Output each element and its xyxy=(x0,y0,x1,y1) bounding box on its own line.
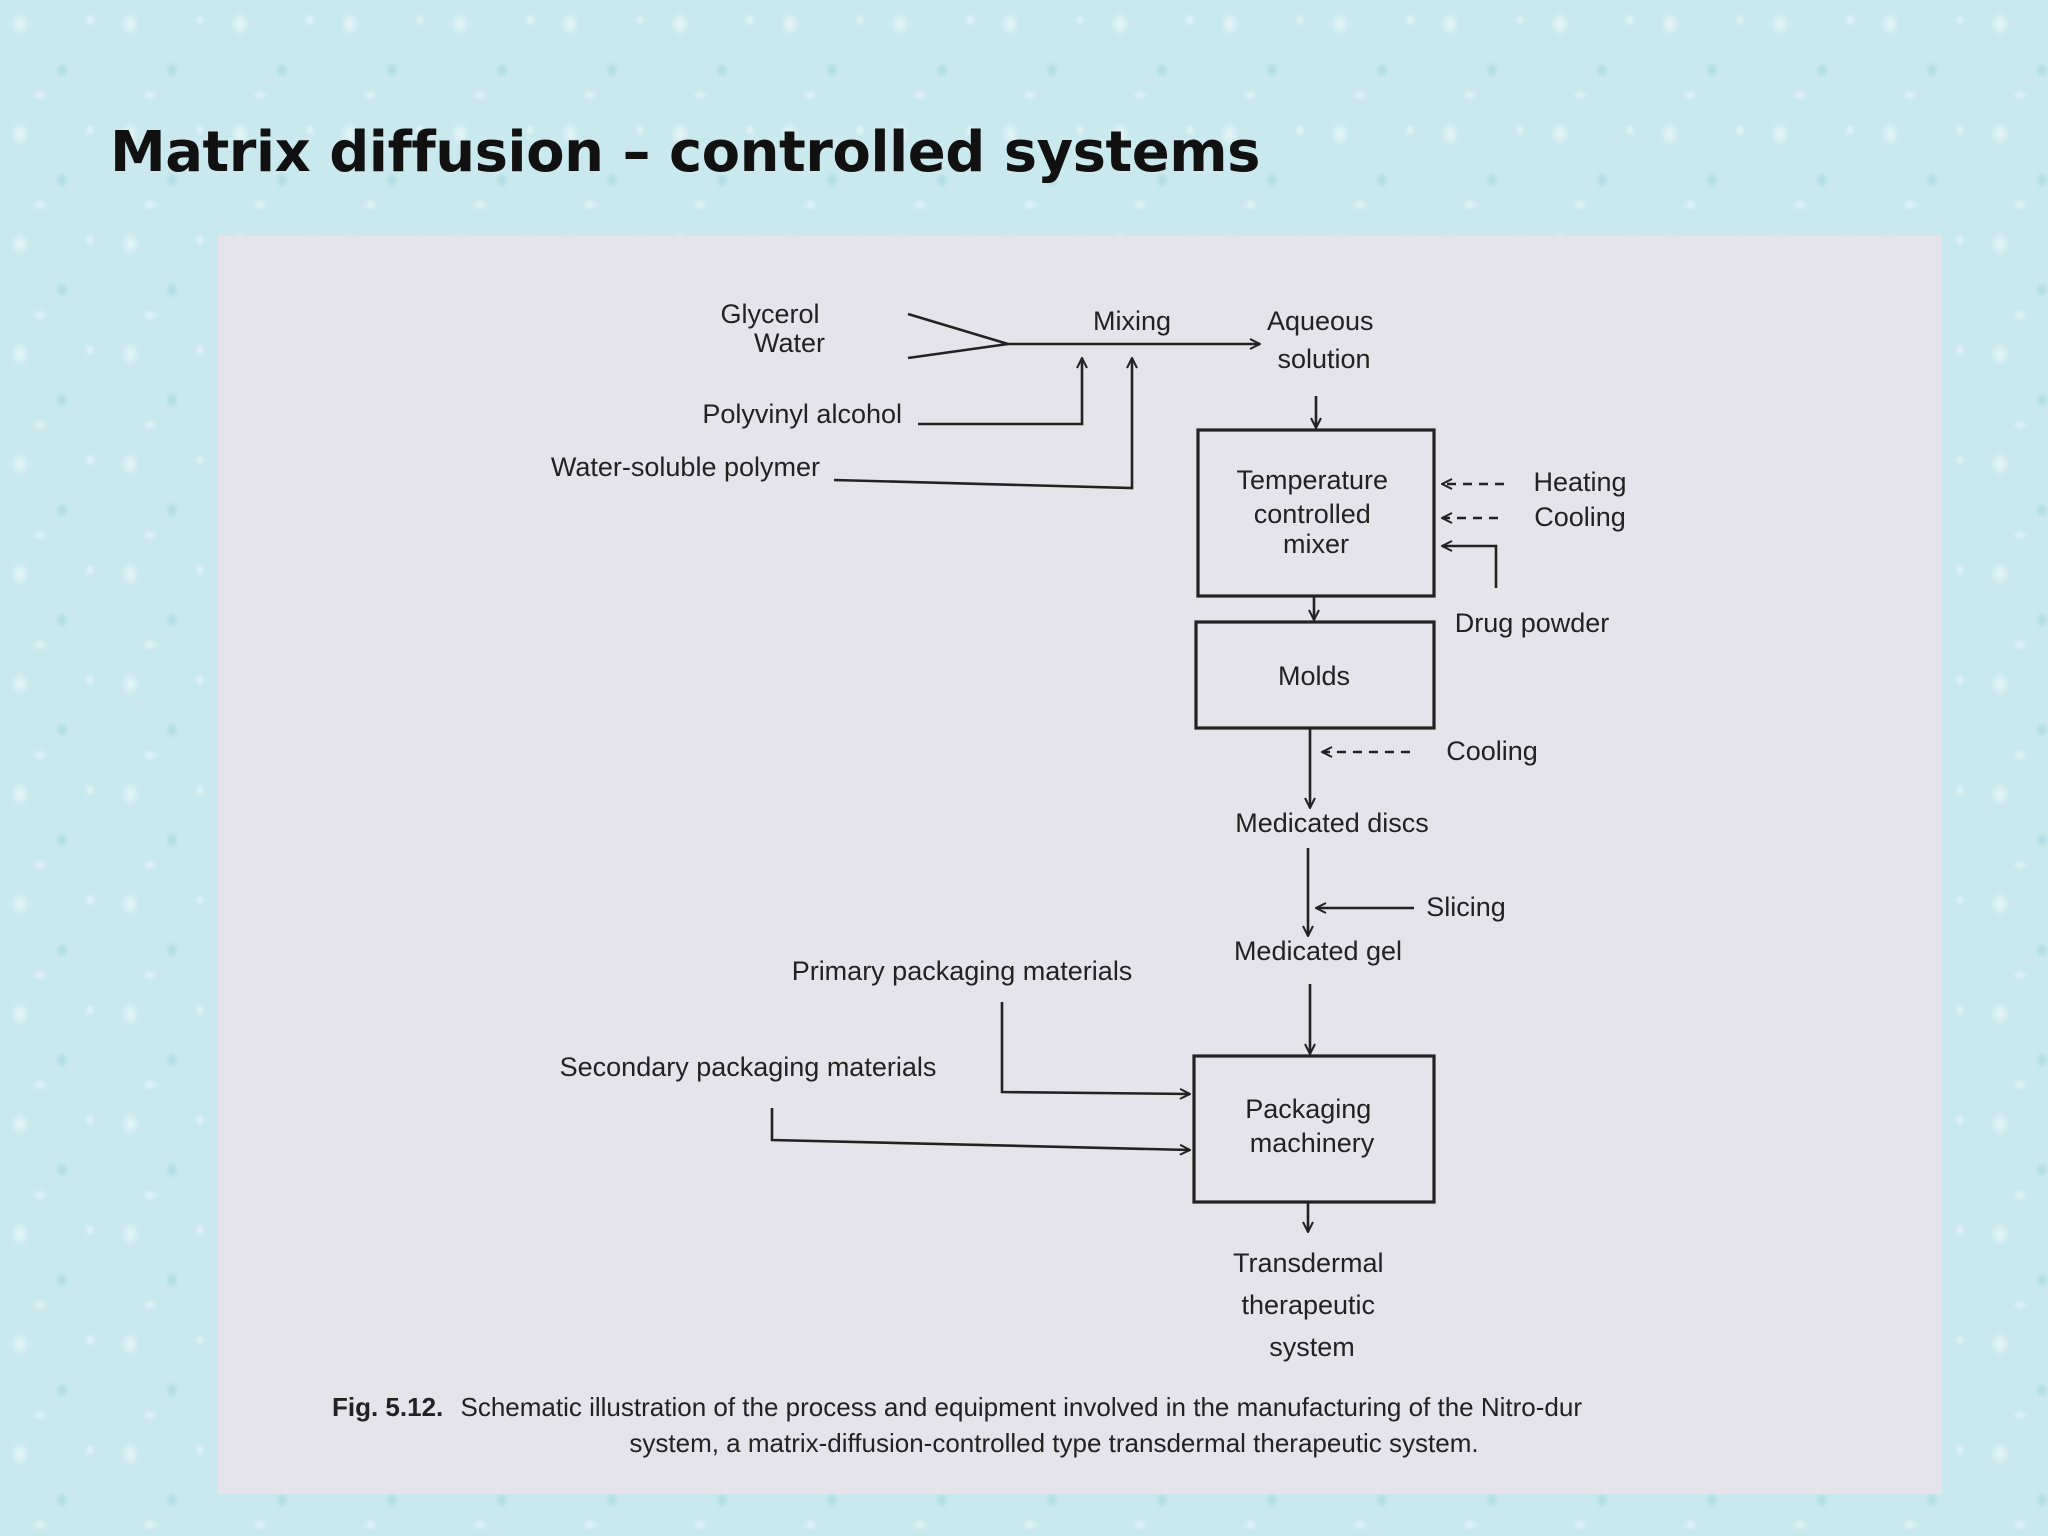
polyvinyl-alcohol-label: Polyvinyl alcohol xyxy=(702,399,902,429)
figure-caption-line2: system, a matrix-diffusion-controlled ty… xyxy=(629,1428,1478,1458)
temperature-controlled-mixer-box xyxy=(1196,428,1436,598)
mixing-label: Mixing xyxy=(1093,306,1171,336)
medicated-discs-label: Medicated discs xyxy=(1235,808,1429,838)
mixer-label: Temperature controlled mixer xyxy=(1236,465,1395,559)
primary-packaging-label: Primary packaging materials xyxy=(792,956,1133,986)
cooling-mixer-label: Cooling xyxy=(1534,502,1626,532)
glycerol-label: Glycerol xyxy=(720,299,819,329)
molds-label: Molds xyxy=(1278,661,1350,691)
molds-box xyxy=(1194,620,1436,730)
process-flow-diagram: Glycerol Water Polyvinyl alcohol Water-s… xyxy=(332,299,1627,1458)
aqueous-solution-label: Aqueous solution xyxy=(1267,306,1381,374)
water-line xyxy=(907,342,1009,360)
slicing-label: Slicing xyxy=(1426,892,1506,922)
heating-label: Heating xyxy=(1533,467,1626,497)
transdermal-system-label: Transdermal therapeutic system xyxy=(1233,1248,1391,1362)
glycerol-line xyxy=(907,312,1009,346)
drug-powder-feed-arrow xyxy=(1442,546,1498,588)
primary-packaging-feed-arrow xyxy=(1000,1002,1190,1094)
secondary-packaging-label: Secondary packaging materials xyxy=(560,1052,937,1082)
packaging-machinery-box xyxy=(1192,1054,1436,1204)
water-label: Water xyxy=(754,328,825,358)
drug-powder-label: Drug powder xyxy=(1455,608,1610,638)
medicated-gel-label: Medicated gel xyxy=(1234,936,1402,966)
figure-caption-line1: Fig. 5.12. Schematic illustration of the… xyxy=(332,1392,1582,1422)
slide-title: Matrix diffusion – controlled systems xyxy=(110,120,1260,185)
secondary-packaging-feed-arrow xyxy=(770,1108,1190,1150)
figure-caption-label: Fig. 5.12. xyxy=(332,1392,443,1422)
water-soluble-polymer-label: Water-soluble polymer xyxy=(551,452,820,482)
cooling-molds-label: Cooling xyxy=(1446,736,1538,766)
packaging-machinery-label: Packaging machinery xyxy=(1245,1094,1379,1158)
polymer-feed-arrow xyxy=(833,358,1132,490)
polyvinyl-alcohol-feed-arrow xyxy=(918,358,1082,426)
figure-panel: Glycerol Water Polyvinyl alcohol Water-s… xyxy=(218,236,1942,1494)
